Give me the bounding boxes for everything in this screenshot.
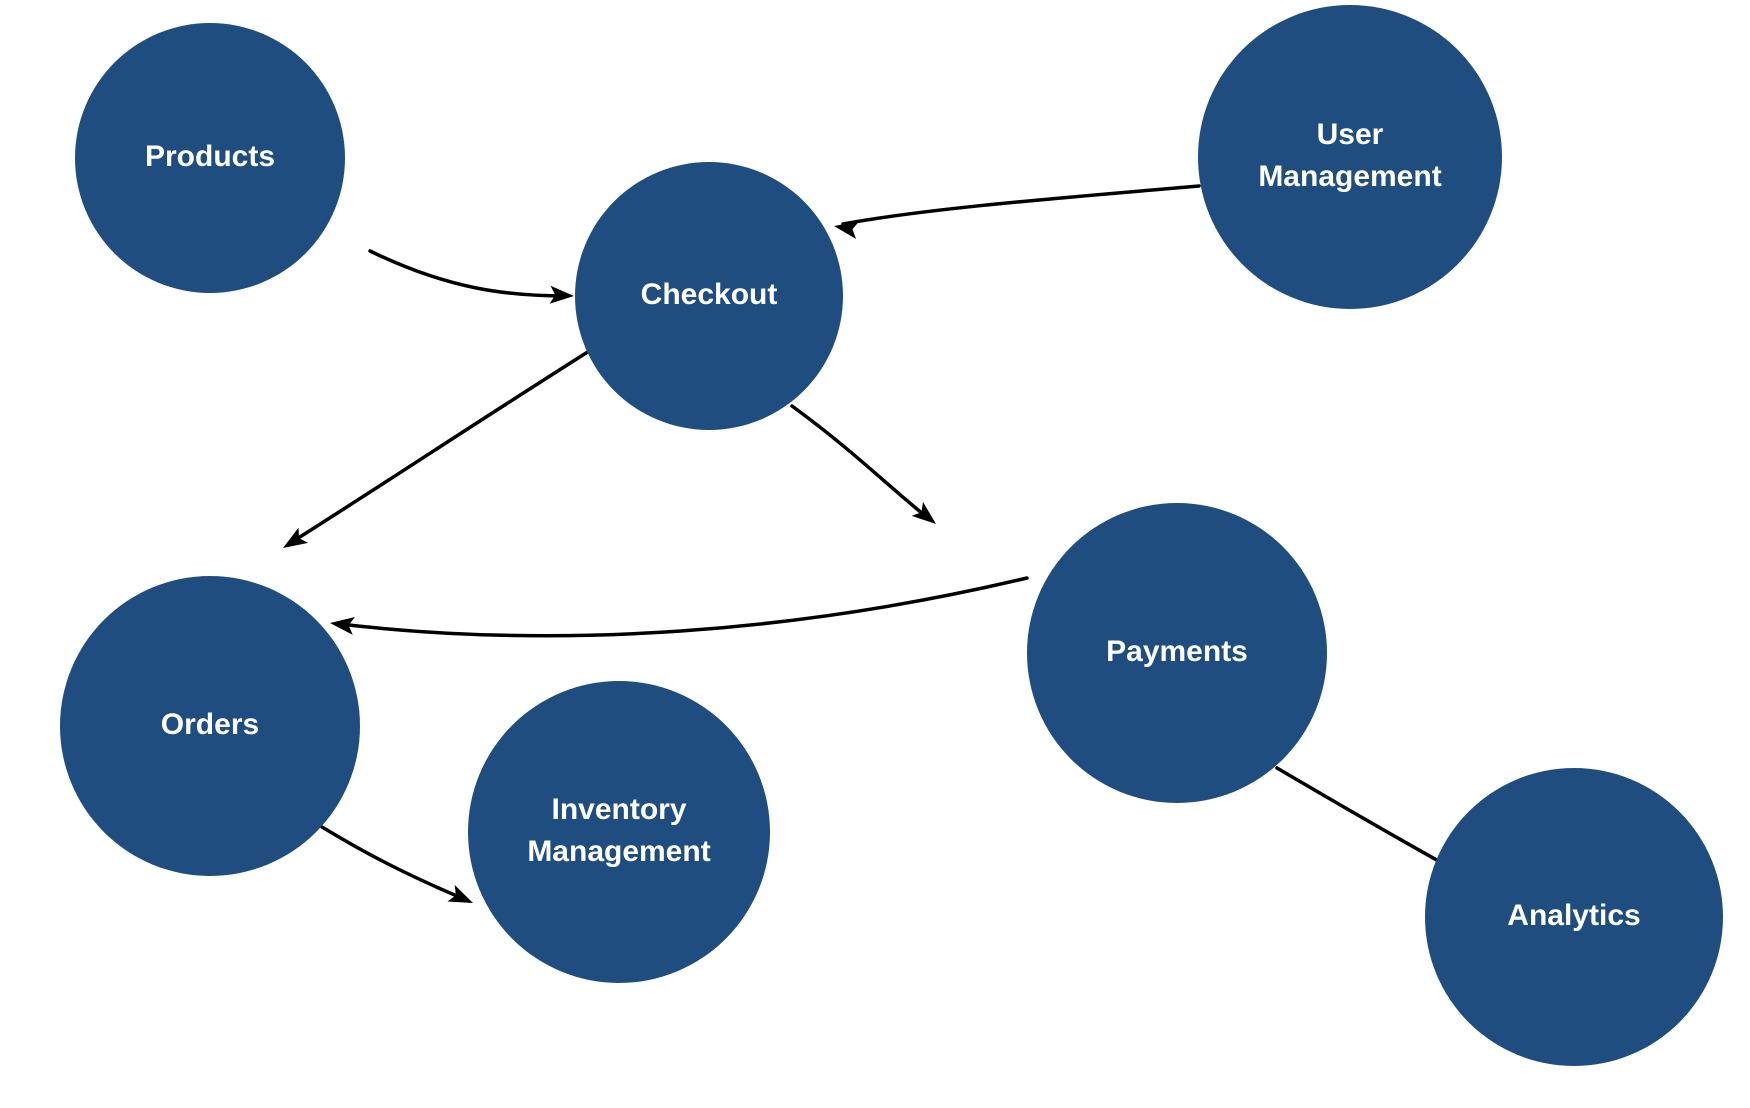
node-label: Orders	[161, 708, 259, 741]
node-checkout[interactable]: Checkout	[575, 162, 843, 430]
node-circle[interactable]	[1198, 5, 1502, 309]
edge-line	[790, 404, 930, 520]
edge-products-to-checkout[interactable]: Products → Checkout	[368, 249, 574, 305]
node-label: Analytics	[1507, 899, 1640, 932]
edge-line	[338, 576, 1029, 638]
node-products[interactable]: Products	[75, 23, 345, 293]
arrowhead-icon	[911, 501, 936, 524]
edge-line	[1275, 766, 1464, 876]
node-label: Management	[527, 835, 710, 868]
node-circle[interactable]	[1425, 768, 1723, 1066]
edge-line	[368, 249, 568, 298]
arrowhead-icon	[283, 527, 309, 548]
edge-payments-to-orders[interactable]: Payments → Orders	[329, 576, 1029, 638]
edge-user-management-to-checkout[interactable]: User Management → Checkout	[832, 184, 1201, 240]
edge-checkout-to-orders[interactable]: Checkout → Orders	[278, 346, 596, 556]
node-circle[interactable]	[468, 681, 770, 983]
arrowhead-icon	[330, 616, 355, 635]
edge-checkout-to-payments[interactable]: Checkout → Payments	[790, 404, 942, 531]
node-orders[interactable]: Orders	[60, 576, 360, 876]
edge-orders-to-inventory-management[interactable]: Orders → Inventory Management	[320, 825, 477, 911]
node-circle[interactable]	[575, 162, 843, 430]
node-circle[interactable]	[60, 576, 360, 876]
node-label: Inventory	[551, 793, 686, 826]
node-payments[interactable]: Payments	[1027, 503, 1327, 803]
node-label: Products	[145, 140, 275, 173]
edge-line	[841, 184, 1201, 226]
node-circle[interactable]	[1027, 503, 1327, 803]
node-label: Payments	[1106, 635, 1248, 668]
edge-line	[290, 346, 596, 544]
node-label: Checkout	[641, 278, 778, 311]
arrowhead-icon	[447, 885, 473, 903]
nodes-layer: ProductsCheckoutUserManagementOrdersPaym…	[60, 5, 1723, 1066]
node-label: Management	[1258, 160, 1441, 193]
node-circle[interactable]	[75, 23, 345, 293]
edge-line	[320, 825, 466, 901]
arrowhead-icon	[549, 285, 574, 304]
node-label: User	[1317, 118, 1384, 151]
node-analytics[interactable]: Analytics	[1425, 768, 1723, 1066]
arrowhead-icon	[834, 221, 860, 240]
